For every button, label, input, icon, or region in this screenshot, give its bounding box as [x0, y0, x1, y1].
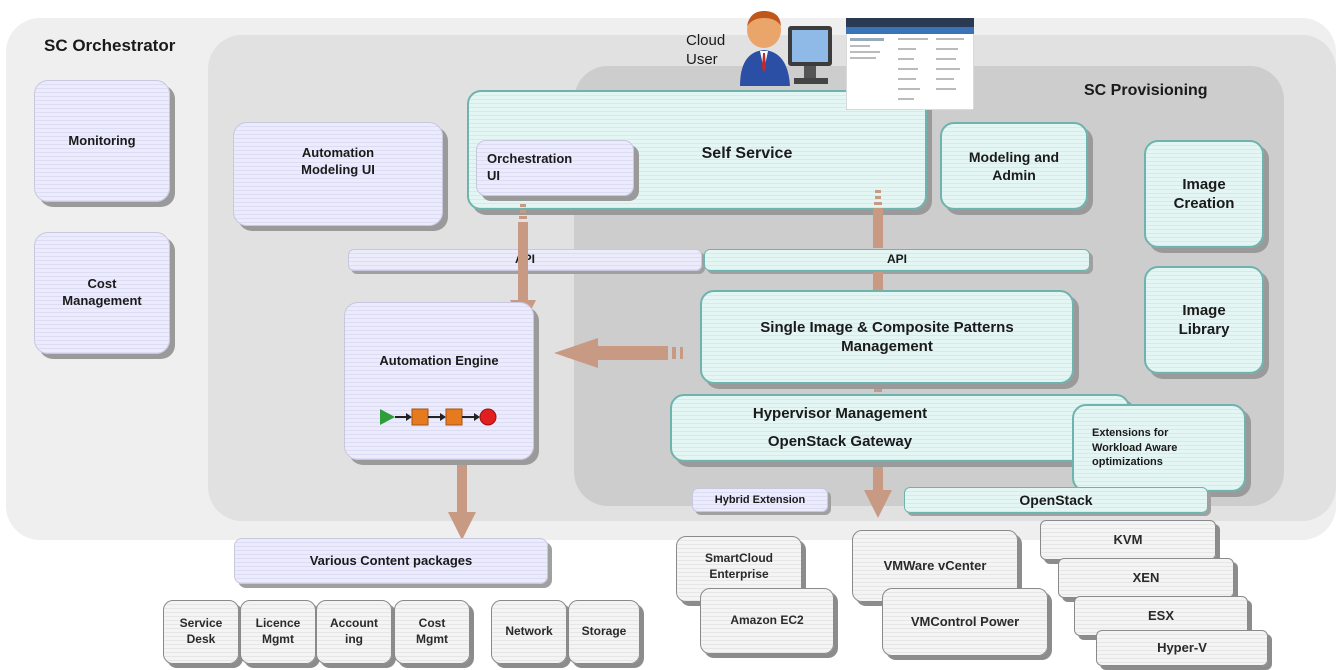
self-service-screenshot-thumbnail: [846, 18, 974, 110]
arrow-self-service-down: [873, 190, 883, 290]
hybrid-extension-bar: Hybrid Extension: [692, 488, 828, 512]
arrow-gateway-to-vcenter: [864, 462, 892, 518]
single-image-patterns-box: Single Image & Composite Patterns Manage…: [700, 290, 1074, 384]
various-content-packages-bar: Various Content packages: [234, 538, 548, 584]
extensions-box: Extensions for Workload Aware optimizati…: [1072, 404, 1246, 492]
hypervisor-gateway-box: Hypervisor Management OpenStack Gateway: [670, 394, 1130, 462]
hypervisor-xen-box: XEN: [1058, 558, 1234, 598]
hypervisor-kvm-box: KVM: [1040, 520, 1216, 560]
modeling-admin-box: Modeling and Admin: [940, 122, 1088, 210]
package-accounting: Account ing: [316, 600, 392, 664]
package-storage: Storage: [568, 600, 640, 664]
arrow-patterns-to-engine: [554, 338, 683, 368]
sc-provisioning-title: SC Provisioning: [1084, 82, 1208, 99]
provisioning-api-bar: API: [704, 249, 1090, 271]
package-cost-mgmt: Cost Mgmt: [394, 600, 470, 664]
cloud-user-label: Cloud User: [686, 32, 726, 68]
amazon-ec2-box: Amazon EC2: [700, 588, 834, 654]
openstack-bar: OpenStack: [904, 487, 1208, 513]
automation-modeling-ui-box: Automation Modeling UI: [233, 122, 443, 226]
sc-orchestrator-title: SC Orchestrator: [44, 36, 176, 55]
monitoring-box: Monitoring: [34, 80, 170, 202]
image-library-box: Image Library: [1144, 266, 1264, 374]
hypervisor-hyperv-box: Hyper-V: [1096, 630, 1268, 666]
cloud-user-icon: [740, 10, 832, 86]
package-service-desk: Service Desk: [163, 600, 239, 664]
vmcontrol-power-box: VMControl Power: [882, 588, 1048, 656]
package-licence-mgmt: Licence Mgmt: [240, 600, 316, 664]
automation-engine-label: Automation Engine: [379, 353, 499, 368]
workflow-icon: [380, 408, 497, 426]
openstack-gateway-label: OpenStack Gateway: [767, 433, 913, 450]
orchestration-ui-box: Orchestration UI: [476, 140, 634, 196]
hypervisor-management-label: Hypervisor Management: [752, 404, 928, 422]
image-creation-box: Image Creation: [1144, 140, 1264, 248]
cost-management-box: Cost Management: [34, 232, 170, 354]
automation-engine-box: Automation Engine: [344, 302, 534, 460]
self-service-label: Self Service: [701, 145, 793, 162]
package-network: Network: [491, 600, 567, 664]
